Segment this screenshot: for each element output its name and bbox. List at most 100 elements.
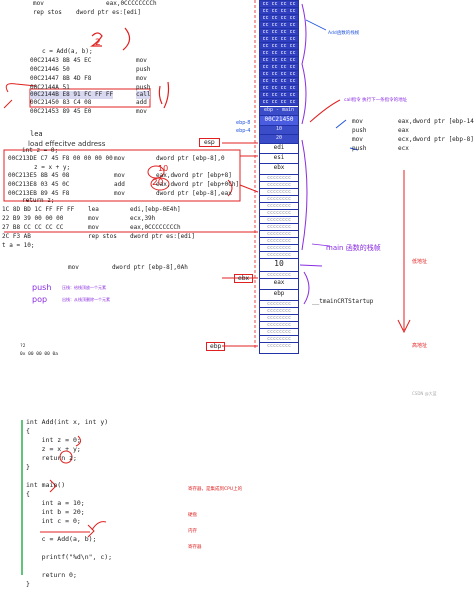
asm3-addr-0: 1C 8D BD 1C FF FF FF [2,206,75,213]
src-line-12 [26,526,112,535]
side-note-2: 内存 [188,529,197,534]
stack-cell-1: cc cc cc cc [260,8,298,15]
src-line-17: return 0; [26,571,77,579]
src-line-11: int c = 0; [26,517,81,525]
asm3-op-1: mov [88,215,99,222]
stack-cell-12: cc cc cc cc [260,85,298,92]
stack-cc-t: cccccccc [260,343,298,352]
pop-desc: 出栈：从栈顶删除一个元素 [62,297,110,302]
footer-credit: CSDN @大蓝 [412,391,437,396]
rasm-op-1: push [352,127,367,134]
src-line-2: int z = 0; [26,436,81,444]
asm1-op-1: push [136,66,151,73]
lea-word: lea [30,130,43,138]
asm2-arg-4: dword ptr [ebp-8],eax [156,190,232,197]
load-address-note: load effecitve address [28,140,106,148]
high-addr: 高地址 [412,343,428,349]
asm1-addr-0: 00C21443 8B 45 EC [30,57,92,64]
top-mov-arg: eax,0CCCCCCCCh [106,0,157,7]
asm3-op-0: lea [88,206,99,213]
asm2-arg-2: eax,dword ptr [ebp+8] [156,172,232,179]
push-label: push [32,283,52,292]
stack-cc-i: cccccccc [260,231,298,238]
side-note-0: 寄存器，是集成到CPU上的 [188,487,243,492]
asm2-arg-0: dword ptr [ebp-8],0 [156,155,225,162]
top-rep: rep stos [33,9,62,16]
stack-cc-l: cccccccc [260,252,298,259]
asm1-addr-1: 00C21446 50 [30,66,70,73]
marker-ebp8: ebp-8 [236,120,251,126]
stack-cell-6: cc cc cc cc [260,43,298,50]
asm2-addr-2: 00C213E5 8B 45 08 [8,172,70,179]
asm3-addr-1: 22 B9 39 00 00 00 [2,215,64,222]
src-line-7: int main() [26,481,66,489]
asm3-arg-3: dword ptr es:[edi] [130,233,196,240]
stack-cc-f: cccccccc [260,210,298,217]
src-line-18: } [26,580,30,588]
asm2-addr-3: 00C213E8 03 45 0C [8,181,70,188]
stack-cell-11: cc cc cc cc [260,78,298,85]
stack-esi: esi [260,154,298,164]
rasm-op-2: mov [352,136,363,143]
stack-cc-c: cccccccc [260,189,298,196]
stack-cell-10: cc cc cc cc [260,71,298,78]
call-note: call指令 执行下一条指令的地址 [344,98,408,103]
asm1-op-2: mov [136,75,147,82]
int-a: t a = 10; [2,242,35,249]
push-desc: 压栈：给栈顶放一个元素 [62,285,106,290]
asm1-addr-3: 00C2144A 51 [30,84,70,91]
stack-cc-k: cccccccc [260,245,298,252]
main-start-label: __tmainCRTStartup [312,298,374,305]
asm2-src-line: z = x + y; [34,164,71,171]
rasm-arg-3: ecx [398,145,409,152]
asm3-arg-0: edi,[ebp-0E4h] [130,206,181,213]
asm2-addr-4: 00C213EB 89 45 F8 [8,190,70,197]
stack-cell-5: cc cc cc cc [260,36,298,43]
call-line: c = Add(a, b); [42,48,93,55]
stack-cc-j: cccccccc [260,238,298,245]
stack-ebp-main: ebp - main [260,107,298,116]
stack-ebp: ebp [260,290,298,301]
src-line-16 [26,562,112,571]
side-note-3: 寄存器 [188,545,202,550]
mov-line-op: mov [68,264,79,271]
source-code: int Add(int x, int y) { int z = 0; z = x… [26,418,112,589]
stack-cell-8: cc cc cc cc [260,57,298,64]
marker-ebp4: ebp-4 [236,128,251,134]
asm1-addr-2: 00C21447 8B 4D F8 [30,75,92,82]
bottom-left-1: 0x 00 00 00 0a [20,352,58,357]
asm1-addr-6: 00C21453 89 45 E0 [30,108,92,115]
asm1-op-5: add [136,99,147,106]
rasm-op-3: push [352,145,367,152]
mark-20: 20 [152,178,164,188]
src-line-9: int a = 10; [26,499,85,507]
stack-cc-p: cccccccc [260,315,298,322]
stack-cell-0: cc cc cc cc [260,1,298,8]
asm2-op-0: mov [114,155,125,162]
asm3-addr-2: 27 B8 CC CC CC CC [2,224,64,231]
bottom-left-0: ?2 [20,344,26,349]
stack-val-10: 10 [260,126,298,135]
asm2-op-3: add [114,181,125,188]
src-line-1: { [26,427,30,435]
int-z: int z = 0; [22,147,59,154]
asm2-addr-0: 00C213DE C7 45 F8 00 00 00 00 [8,155,113,162]
main-frame-note: main 函数的栈帧 [326,244,381,252]
asm1-addr-4: 00C2144B E8 91 FC FF FF [30,91,114,99]
stack-eax: eax [260,279,298,290]
stack-cc-r: cccccccc [260,329,298,336]
rasm-arg-1: eax [398,127,409,134]
asm3-op-2: mov [88,224,99,231]
asm1-op-6: mov [136,108,147,115]
stack-cell-14: cc cc cc cc [260,99,298,106]
marker-ebp: ebp [206,342,226,351]
stack-cell-7: cc cc cc cc [260,50,298,57]
rasm-arg-0: eax,dword ptr [ebp-14h] [398,118,474,125]
asm3-arg-1: ecx,39h [130,215,156,222]
asm3-op-3: rep stos [88,233,117,240]
stack-ten: 10 [260,259,298,272]
stack-cc-s: cccccccc [260,336,298,343]
src-line-6 [26,472,112,481]
mov-line-arg: dword ptr [ebp-8],0Ah [112,264,188,271]
